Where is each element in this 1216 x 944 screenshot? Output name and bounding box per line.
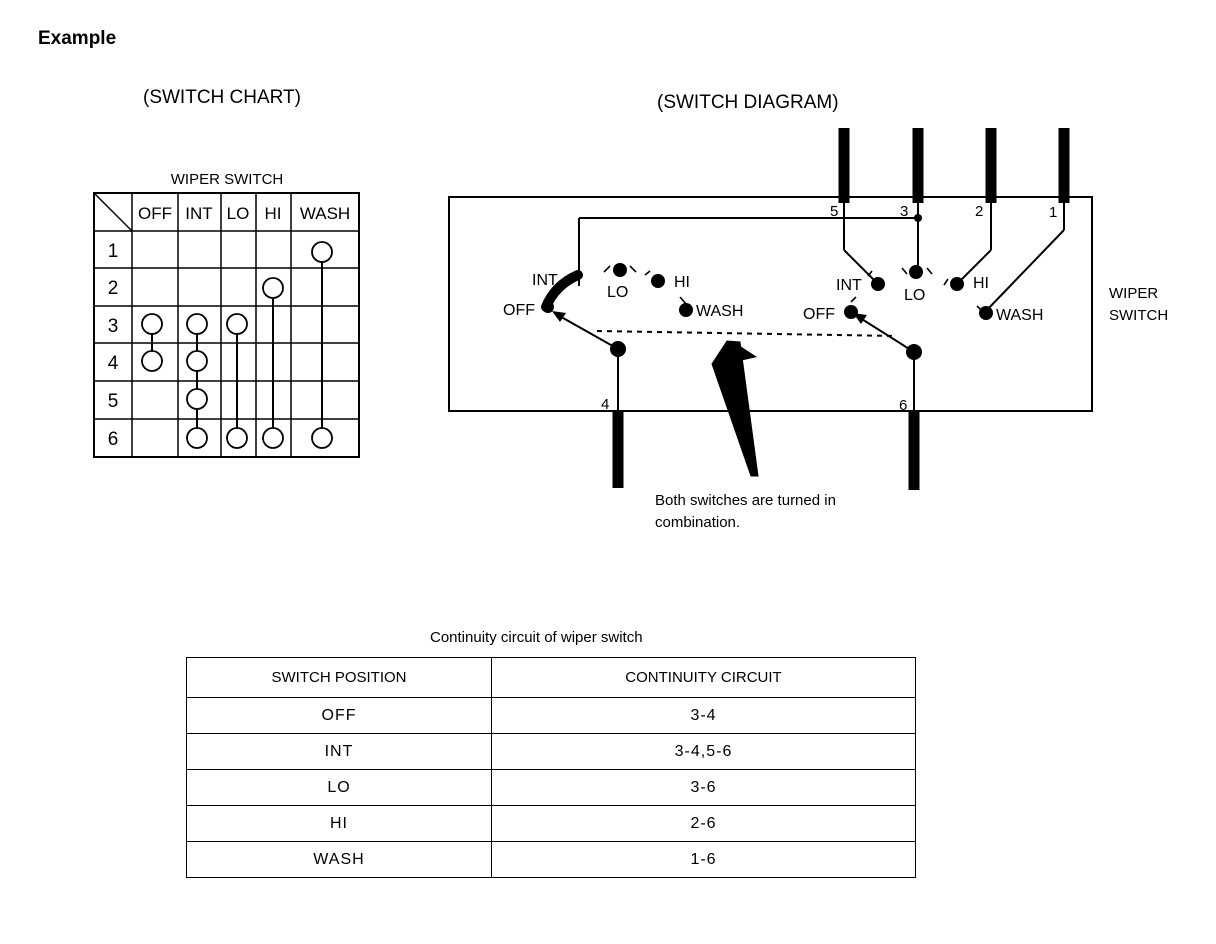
cell-circuit: 3-4	[491, 697, 916, 734]
chart-row-6: 6	[108, 429, 119, 450]
chart-col-off: OFF	[138, 204, 172, 223]
chart-circle	[141, 350, 163, 372]
right-lo-contact	[909, 265, 923, 279]
chart-col-int: INT	[185, 204, 212, 223]
combination-link	[596, 330, 897, 337]
chart-col-lo: LO	[227, 204, 250, 223]
switch-diagram: 5 3 2 1 4 6	[448, 128, 1168, 531]
chart-row-3: 3	[108, 316, 119, 337]
left-label-off: OFF	[503, 302, 535, 319]
chart-row-2: 2	[108, 278, 119, 299]
terminal-label-3: 3	[900, 203, 908, 220]
right-wash-contact	[979, 306, 993, 320]
side-label-line2: SWITCH	[1109, 307, 1168, 324]
chart-circle	[311, 241, 333, 263]
table-row: INT 3-4,5-6	[186, 733, 916, 770]
chart-circle	[141, 313, 163, 335]
right-int-contact	[871, 277, 885, 291]
continuity-table-caption: Continuity circuit of wiper switch	[430, 629, 643, 646]
side-label-line1: WIPER	[1109, 285, 1158, 302]
table-header-row: SWITCH POSITION CONTINUITY CIRCUIT	[186, 657, 916, 698]
left-lo-contact	[613, 263, 627, 277]
left-mover-contact	[610, 341, 626, 357]
header-continuity-circuit: CONTINUITY CIRCUIT	[491, 657, 916, 698]
terminal-label-1: 1	[1049, 204, 1057, 221]
left-int-off-bar	[541, 270, 583, 312]
switch-diagram-title: (SWITCH DIAGRAM)	[657, 92, 839, 113]
terminal-label-2: 2	[975, 203, 983, 220]
chart-row-5: 5	[108, 391, 119, 412]
cell-position: LO	[186, 769, 492, 806]
switch-housing	[448, 196, 1093, 412]
cell-circuit: 3-6	[491, 769, 916, 806]
right-label-off: OFF	[803, 306, 835, 323]
switch-chart-caption: WIPER SWITCH	[171, 171, 284, 188]
chart-circle	[262, 277, 284, 299]
chart-row-1: 1	[108, 241, 119, 262]
right-label-int: INT	[836, 277, 862, 294]
switch-chart-title: (SWITCH CHART)	[143, 87, 301, 108]
chart-col-hi: HI	[265, 204, 282, 223]
right-label-hi: HI	[973, 275, 989, 292]
left-wash-contact	[679, 303, 693, 317]
left-label-int: INT	[532, 272, 558, 289]
right-off-contact	[844, 305, 858, 319]
left-label-hi: HI	[674, 274, 690, 291]
chart-circle	[226, 427, 248, 449]
table-row: OFF 3-4	[186, 697, 916, 734]
cell-circuit: 1-6	[491, 841, 916, 878]
arrow-head-left	[552, 311, 566, 322]
cell-position: OFF	[186, 697, 492, 734]
left-label-wash: WASH	[696, 303, 743, 320]
chart-row-4: 4	[108, 353, 119, 374]
cell-position: INT	[186, 733, 492, 770]
left-hi-contact	[651, 274, 665, 288]
right-hi-contact	[950, 277, 964, 291]
terminal-label-6: 6	[899, 397, 907, 414]
right-label-wash: WASH	[996, 307, 1043, 324]
table-row: WASH 1-6	[186, 841, 916, 878]
terminal-label-4: 4	[601, 396, 609, 413]
note-line1: Both switches are turned in	[655, 492, 836, 509]
right-label-lo: LO	[904, 287, 925, 304]
chart-circle	[186, 350, 208, 372]
continuity-table: SWITCH POSITION CONTINUITY CIRCUIT OFF 3…	[186, 657, 916, 878]
header-switch-position: SWITCH POSITION	[186, 657, 492, 698]
chart-circle	[186, 313, 208, 335]
table-row: LO 3-6	[186, 769, 916, 806]
cell-position: WASH	[186, 841, 492, 878]
cell-position: HI	[186, 805, 492, 842]
terminal-label-5: 5	[830, 203, 838, 220]
right-mover-contact	[906, 344, 922, 360]
cell-circuit: 3-4,5-6	[491, 733, 916, 770]
left-label-lo: LO	[607, 284, 628, 301]
note-line2: combination.	[655, 514, 740, 531]
table-row: HI 2-6	[186, 805, 916, 842]
pointer-arrow	[711, 340, 759, 477]
cell-circuit: 2-6	[491, 805, 916, 842]
chart-circle	[311, 427, 333, 449]
junction-dot	[914, 214, 922, 222]
chart-circle	[226, 313, 248, 335]
chart-circle	[186, 388, 208, 410]
switch-chart: WIPER SWITCH OFF INT LO HI WASH 1 2 3	[93, 171, 360, 458]
page-heading: Example	[38, 28, 117, 49]
chart-circle	[186, 427, 208, 449]
chart-grid	[93, 192, 360, 458]
chart-col-wash: WASH	[300, 204, 350, 223]
chart-circle	[262, 427, 284, 449]
